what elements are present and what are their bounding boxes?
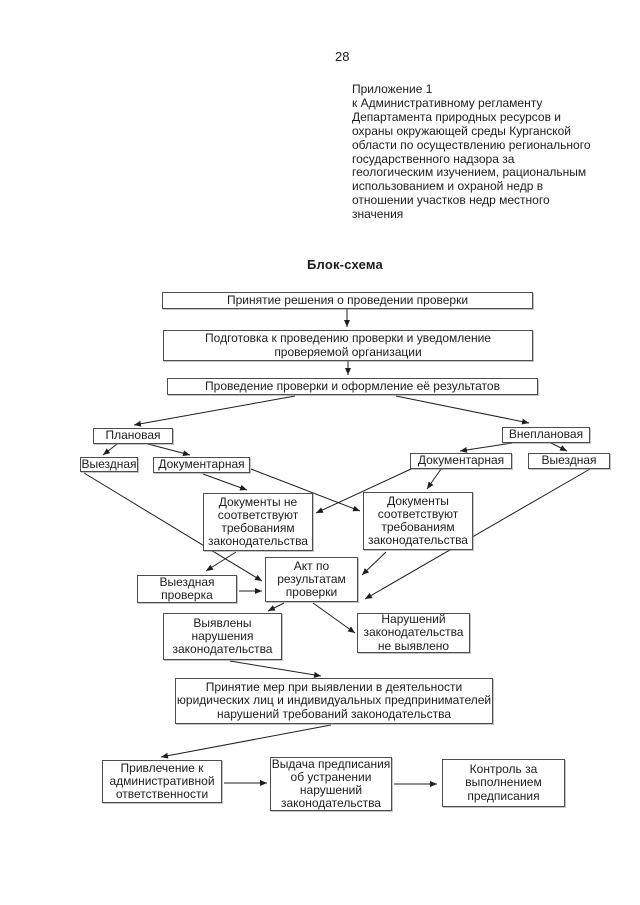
arrow-measures-liability [160, 724, 332, 759]
node-documentary-unplanned: Документарная [410, 453, 512, 469]
arrow-act-violations [267, 602, 285, 612]
node-no-violations: Нарушений законодательства не выявлено [357, 613, 470, 653]
node-violations-found: Выявлены нарушения законодательства [163, 613, 282, 660]
arrow-unplanned-onsite [550, 442, 568, 452]
node-conduct: Проведение проверки и оформление её резу… [167, 378, 538, 395]
arrow-planned-documentary [147, 443, 191, 457]
node-planned: Плановая [93, 428, 173, 444]
arrow-docright-compliant [426, 468, 442, 490]
node-onsite-inspection: Выездная проверка [137, 575, 237, 603]
arrow-conduct-unplanned [395, 395, 530, 425]
node-docs-compliant: Документы соответствуют требованиям зако… [363, 492, 473, 550]
arrow-planned-onsite [102, 443, 118, 456]
appendix-note: Приложение 1 к Административному регламе… [352, 82, 591, 222]
arrow-unplanned-documentary [459, 442, 513, 453]
node-onsite-planned: Выездная [80, 457, 138, 472]
page-number: 28 [335, 49, 350, 64]
node-inspection-act: Акт по результатам проверки [265, 557, 358, 602]
arrow-compliant-act [361, 551, 387, 576]
node-administrative-liability: Привлечение к административной ответстве… [102, 760, 222, 803]
node-decision: Принятие решения о проведении проверки [162, 292, 533, 309]
node-documentary-planned: Документарная [153, 457, 250, 473]
arrow-docleft-noncompliant [202, 473, 248, 491]
node-unplanned: Внеплановая [502, 427, 590, 443]
node-docs-noncompliant: Документы не соответствуют требованиям з… [203, 493, 313, 551]
node-order-issuance: Выдача предписания об устранении нарушен… [270, 757, 392, 811]
arrow-noncompliant-onsiteinspection [205, 551, 237, 572]
node-preparation: Подготовка к проведению проверки и уведо… [163, 330, 533, 361]
diagram-title: Блок-схема [307, 257, 383, 272]
node-measures: Принятие мер при выявлении в деятельност… [175, 678, 493, 724]
arrow-act-noviolations [312, 602, 356, 634]
arrow-violations-measures [229, 660, 322, 678]
arrow-conduct-planned [133, 395, 296, 427]
node-onsite-unplanned: Выездная [528, 453, 610, 469]
node-order-control: Контроль за выполнением предписания [442, 759, 565, 807]
